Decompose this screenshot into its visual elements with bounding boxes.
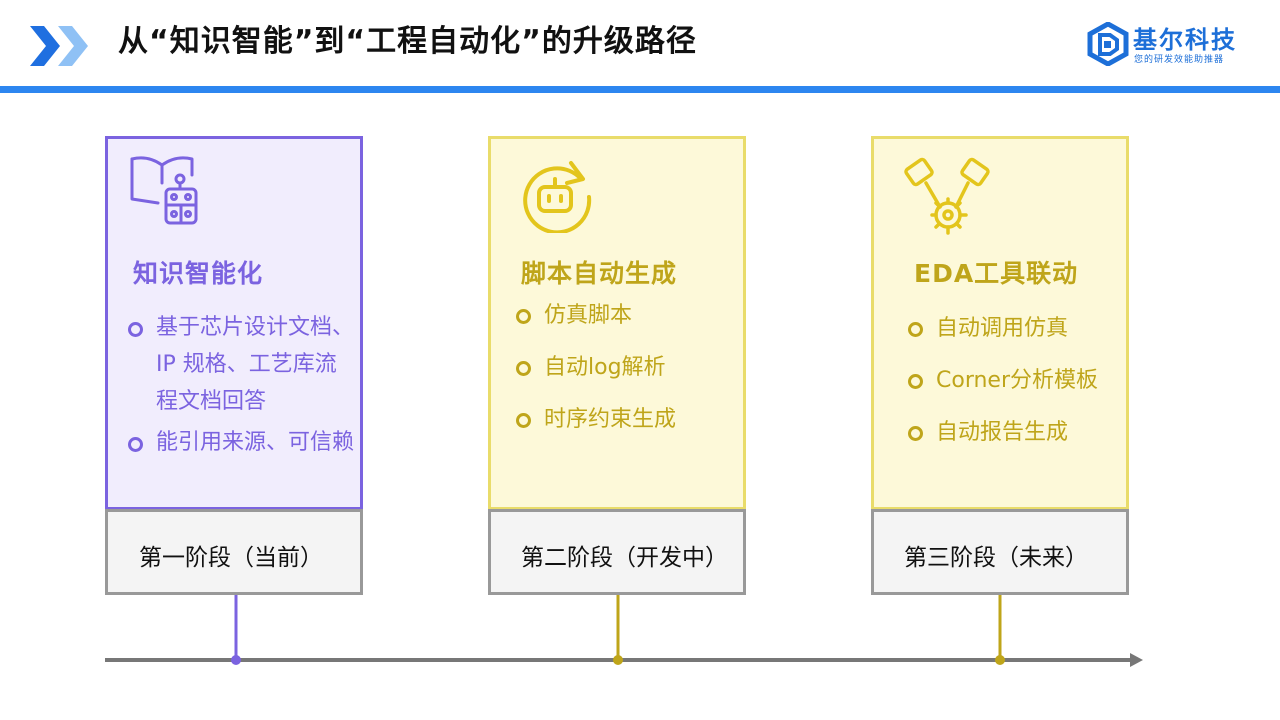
stage-label-future: 第三阶段（未来） [871, 509, 1129, 595]
list-item: 自动调用仿真 [908, 314, 1128, 344]
bullet-icon [516, 413, 531, 428]
bullet-icon [908, 322, 923, 337]
list-item: 时序约束生成 [516, 405, 741, 435]
logo-name: 基尔科技 [1133, 26, 1237, 54]
robot-refresh-icon [523, 161, 592, 233]
stage-heading: 知识智能化 [133, 259, 264, 288]
stage-card-script: 脚本自动生成 仿真脚本 自动log解析 时序约束生成 [488, 136, 746, 510]
bullet-icon [516, 309, 531, 324]
stage-card-knowledge: 知识智能化 基于芯片设计文档、IP 规格、工艺库流程文档回答 能引用来源、可信赖 [105, 136, 363, 510]
timeline-dot [995, 655, 1005, 665]
list-item: Corner分析模板 [908, 366, 1128, 396]
timeline-dot [231, 655, 241, 665]
stage-label: 第二阶段（开发中） [521, 545, 728, 571]
stage-label: 第一阶段（当前） [139, 545, 323, 571]
feature-list: 自动调用仿真 Corner分析模板 自动报告生成 [908, 314, 1128, 448]
header-divider [0, 86, 1280, 93]
bullet-icon [128, 437, 143, 452]
page-title: 从“知识智能”到“工程自动化”的升级路径 [118, 24, 697, 59]
bullet-icon [516, 361, 531, 376]
bullet-icon [908, 426, 923, 441]
bullet-icon [908, 374, 923, 389]
stage-label: 第三阶段（未来） [904, 545, 1088, 571]
feature-list: 仿真脚本 自动log解析 时序约束生成 [516, 301, 741, 435]
timeline-arrow-icon [1130, 653, 1143, 667]
book-robot-icon [130, 156, 198, 225]
list-item: 自动报告生成 [908, 418, 1128, 448]
stage-card-eda: EDA工具联动 自动调用仿真 Corner分析模板 自动报告生成 [871, 136, 1129, 510]
stage-heading: EDA工具联动 [914, 259, 1079, 288]
hexagon-d-logo-icon [1087, 22, 1129, 66]
stage-label-current: 第一阶段（当前） [105, 509, 363, 595]
feature-list: 基于芯片设计文档、IP 规格、工艺库流程文档回答 能引用来源、可信赖 [128, 309, 356, 461]
list-item: 基于芯片设计文档、IP 规格、工艺库流程文档回答 [128, 309, 356, 420]
company-logo: 基尔科技 您的研发效能助推器 [1086, 20, 1256, 70]
list-item: 能引用来源、可信赖 [128, 424, 356, 461]
stage-heading: 脚本自动生成 [521, 259, 678, 288]
double-chevron-right-icon [30, 26, 88, 66]
stage-label-developing: 第二阶段（开发中） [488, 509, 746, 595]
list-item: 仿真脚本 [516, 301, 741, 331]
bullet-icon [128, 322, 143, 337]
logo-tagline: 您的研发效能助推器 [1134, 55, 1225, 65]
list-item: 自动log解析 [516, 353, 741, 383]
timeline-dot [613, 655, 623, 665]
gear-tools-icon [904, 157, 990, 235]
